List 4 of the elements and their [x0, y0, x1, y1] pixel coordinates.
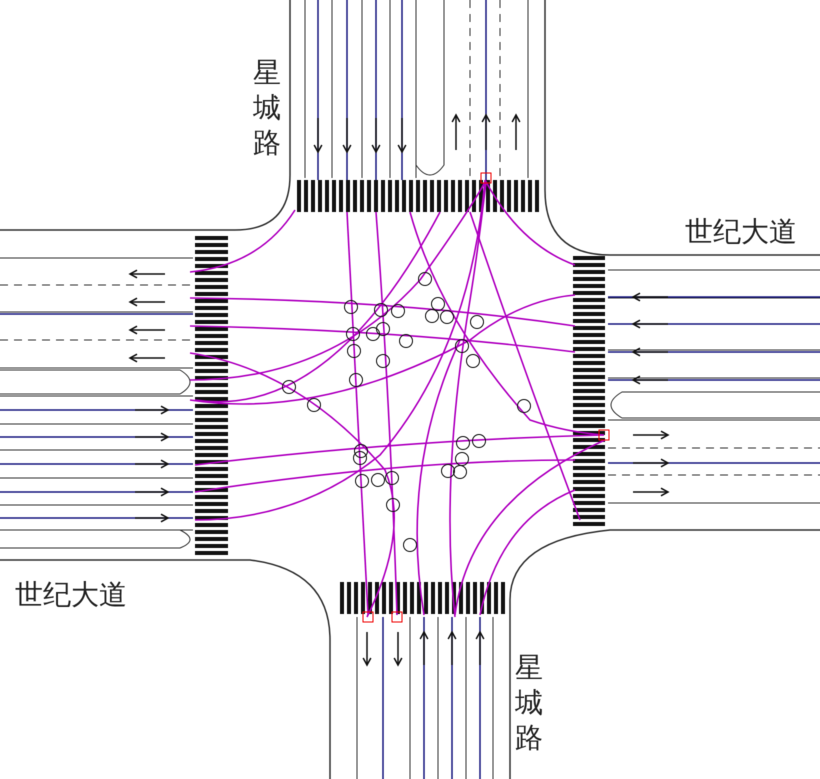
road-name-label: 世纪大道 [685, 217, 797, 248]
road-name-label: 星城路 [515, 650, 544, 755]
road-name-label: 星城路 [253, 55, 282, 160]
road-name-label: 世纪大道 [15, 580, 127, 611]
